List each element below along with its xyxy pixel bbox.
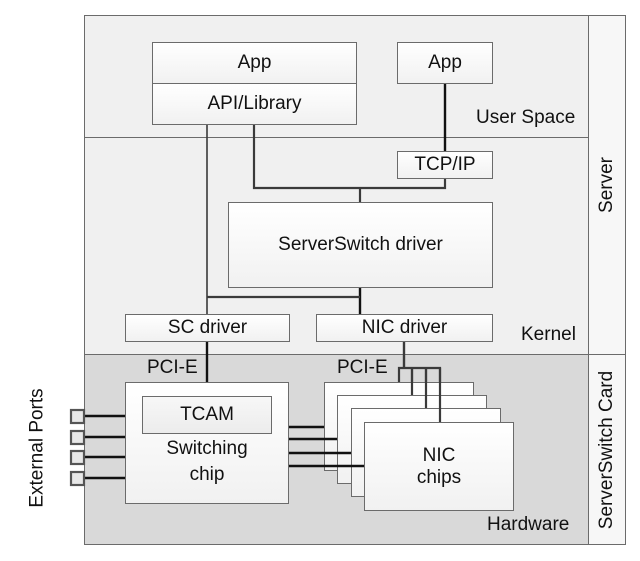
external-port-1 xyxy=(69,408,86,425)
nic-chips-box: NIC chips xyxy=(364,422,514,511)
kernel-label: Kernel xyxy=(521,324,576,345)
tcp-ip-box: TCP/IP xyxy=(397,151,493,179)
app-right-box: App xyxy=(397,42,493,84)
tcam-box: TCAM xyxy=(142,396,272,434)
nic-driver-box: NIC driver xyxy=(316,314,493,342)
switching-chip-box: TCAM Switching chip xyxy=(125,382,289,504)
user-space-label: User Space xyxy=(476,107,576,128)
app-left-box: App xyxy=(152,42,357,84)
external-port-2 xyxy=(69,429,86,446)
external-port-3 xyxy=(69,449,86,466)
wire-api-to-bus xyxy=(252,124,447,190)
serverswitch-driver-box: ServerSwitch driver xyxy=(228,202,493,288)
server-column xyxy=(588,15,626,355)
switching-chip-line1: Switching xyxy=(166,438,248,459)
serverswitch-card-column xyxy=(588,354,626,545)
hardware-label: Hardware xyxy=(487,514,570,535)
switching-chip-line2: chip xyxy=(189,463,225,485)
api-library-box: API/Library xyxy=(152,83,357,125)
nic-chips-line1: NIC xyxy=(422,444,456,466)
pcie-label-right: PCI-E xyxy=(337,357,388,378)
sc-driver-box: SC driver xyxy=(125,314,290,342)
pcie-label-left: PCI-E xyxy=(147,357,198,378)
nic-chips-line2: chips xyxy=(416,466,462,488)
external-port-4 xyxy=(69,470,86,487)
